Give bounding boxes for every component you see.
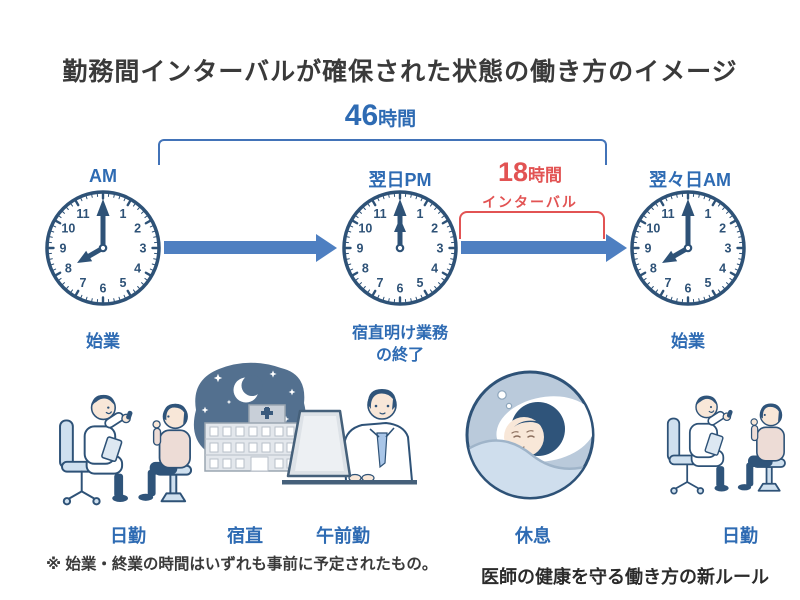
interval-duration-label: 18時間 [455, 157, 605, 188]
svg-text:8: 8 [65, 262, 72, 276]
svg-text:3: 3 [140, 242, 147, 256]
clock1-event-label: 始業 [86, 332, 120, 351]
doctor-laptop-illustration [282, 389, 417, 485]
svg-text:11: 11 [373, 207, 386, 221]
svg-text:10: 10 [61, 222, 75, 236]
footnote: ※ 始業・終業の時間はいずれも事前に予定されたもの。 [46, 556, 438, 573]
clock3-event-label: 始業 [671, 332, 705, 351]
svg-text:10: 10 [646, 222, 660, 236]
interval-bracket [459, 211, 605, 239]
patient-figure [737, 403, 785, 491]
svg-text:1: 1 [705, 207, 712, 221]
tagline: 医師の健康を守る働き方の新ルール [481, 567, 769, 587]
scene-label-morning-work: 午前勤 [316, 526, 370, 546]
svg-text:5: 5 [120, 276, 127, 290]
scene-label-night-duty: 宿直 [227, 526, 263, 546]
svg-text:4: 4 [719, 262, 726, 276]
hospital-building [204, 404, 298, 472]
svg-text:11: 11 [661, 207, 674, 221]
svg-text:7: 7 [80, 276, 87, 290]
svg-text:3: 3 [725, 242, 732, 256]
scene-label-day-shift-1: 日勤 [110, 526, 146, 546]
svg-text:7: 7 [665, 276, 672, 290]
svg-text:6: 6 [685, 282, 692, 296]
clock2-time-label: 翌日PM [368, 170, 432, 190]
flow-arrow-2 [461, 233, 627, 262]
interval-word-label: インターバル [482, 194, 578, 210]
flow-arrow-1 [164, 233, 337, 262]
svg-text:6: 6 [100, 282, 107, 296]
svg-text:11: 11 [76, 207, 89, 221]
laptop-icon [286, 409, 352, 478]
interval-duration-unit: 時間 [528, 166, 563, 185]
clock1-time-label: AM [89, 166, 117, 186]
sleeping-person-figure [504, 402, 565, 457]
hospital-night-illustration [193, 362, 306, 472]
total-duration-unit: 時間 [378, 109, 417, 130]
svg-text:7: 7 [377, 276, 384, 290]
svg-text:2: 2 [431, 222, 438, 236]
moon-icon [233, 375, 263, 403]
dream-bubbles-icon [497, 390, 513, 410]
svg-text:10: 10 [358, 222, 372, 236]
scene-label-rest: 休息 [515, 526, 551, 546]
patient-figure [138, 403, 191, 501]
total-duration-label: 46時間 [158, 99, 603, 133]
desk-surface [282, 480, 417, 485]
svg-text:2: 2 [134, 222, 141, 236]
page-title: 勤務間インターバルが確保された状態の働き方のイメージ [62, 58, 738, 86]
svg-text:8: 8 [650, 262, 657, 276]
doctor-figure [83, 394, 133, 503]
total-duration-bracket [158, 139, 607, 165]
interval-duration-value: 18 [497, 157, 529, 187]
svg-text:4: 4 [134, 262, 141, 276]
svg-text:2: 2 [719, 222, 726, 236]
svg-text:4: 4 [431, 262, 438, 276]
sleeping-rest-illustration [465, 370, 595, 500]
svg-text:9: 9 [357, 242, 364, 256]
clock3-time-label: 翌々日AM [649, 170, 731, 190]
doctor-at-desk-figure [342, 389, 414, 483]
doctor-consultation-illustration [666, 395, 786, 495]
svg-text:6: 6 [397, 282, 404, 296]
svg-text:5: 5 [705, 276, 712, 290]
scene-label-day-shift-2: 日勤 [722, 526, 758, 546]
total-duration-value: 46 [344, 99, 379, 132]
svg-text:8: 8 [362, 262, 369, 276]
doctor-figure [688, 395, 733, 492]
svg-text:1: 1 [120, 207, 127, 221]
svg-text:1: 1 [417, 207, 424, 221]
svg-text:5: 5 [417, 276, 424, 290]
svg-text:9: 9 [60, 242, 67, 256]
svg-text:3: 3 [437, 242, 444, 256]
clock2-event-label: 宿直明け業務 の終了 [351, 325, 448, 364]
svg-text:9: 9 [645, 242, 652, 256]
doctor-consultation-illustration [59, 394, 193, 506]
